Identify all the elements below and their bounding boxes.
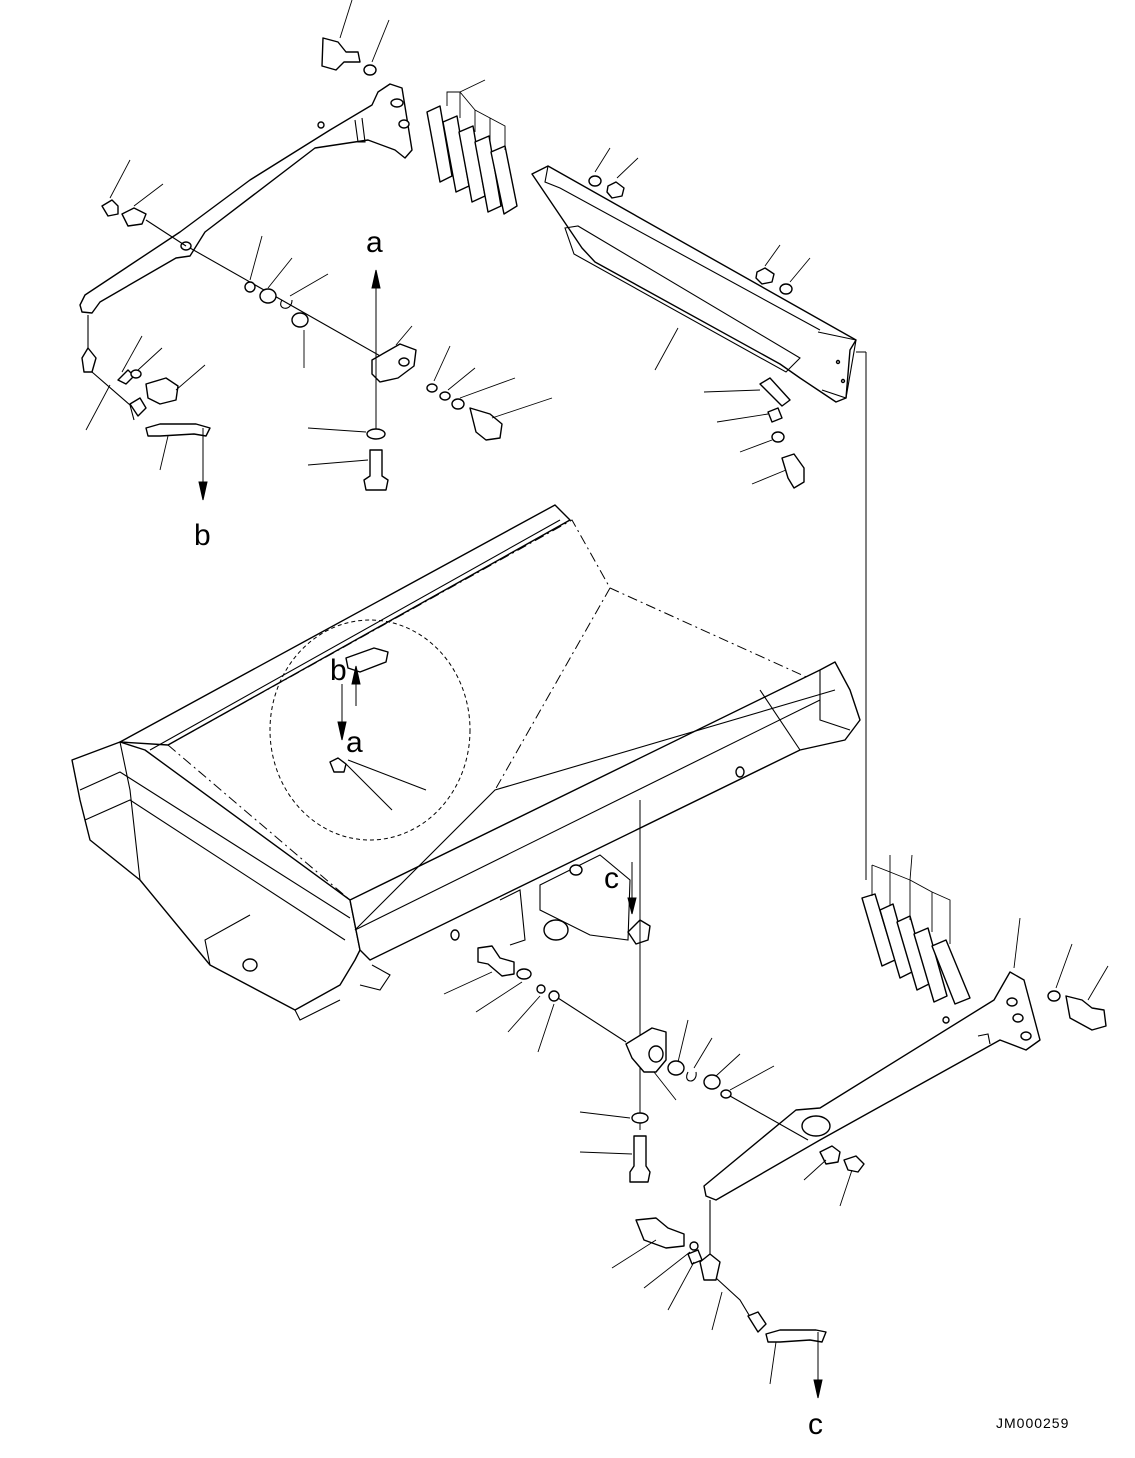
upper-shim-stack <box>426 79 518 215</box>
reference-arrow-b: b <box>194 428 211 552</box>
lower-bracket-fasteners <box>443 945 809 1183</box>
top-bolt <box>321 0 361 71</box>
reference-label-a: a <box>366 226 383 259</box>
reference-arrow-c: c <box>808 1332 823 1441</box>
top-washer <box>363 19 390 76</box>
upper-left-pin-grease <box>101 159 187 247</box>
upper-left-bracket <box>371 325 553 441</box>
reference-label-b: b <box>194 519 211 552</box>
upper-left-bushings <box>189 235 406 371</box>
lower-hanger <box>611 1200 827 1385</box>
drawing-code: JM000259 <box>996 1415 1069 1431</box>
detail-view-circle: b a <box>269 619 471 841</box>
upper-left-hanger <box>81 315 211 471</box>
lower-right-link-arm <box>703 917 1041 1201</box>
reference-arrow-a: a <box>307 226 389 491</box>
upper-beam-bracket-fasteners <box>703 377 805 489</box>
reference-label-c: c <box>808 1408 823 1441</box>
lower-pin-grease <box>803 1145 865 1207</box>
reference-arrow-c-upper: c <box>604 800 641 1130</box>
upper-beam-nut-right <box>755 244 811 295</box>
lower-right-bolt <box>1047 943 1109 1031</box>
lower-shim-stack <box>861 854 971 1005</box>
upper-right-beam <box>531 165 857 403</box>
dump-body <box>71 504 861 1021</box>
upper-left-link-arm <box>79 83 413 314</box>
upper-beam-washer-nut <box>588 147 639 199</box>
detail-label-b: b <box>330 654 347 687</box>
detail-label-c: c <box>604 862 619 895</box>
detail-label-a: a <box>346 726 363 759</box>
